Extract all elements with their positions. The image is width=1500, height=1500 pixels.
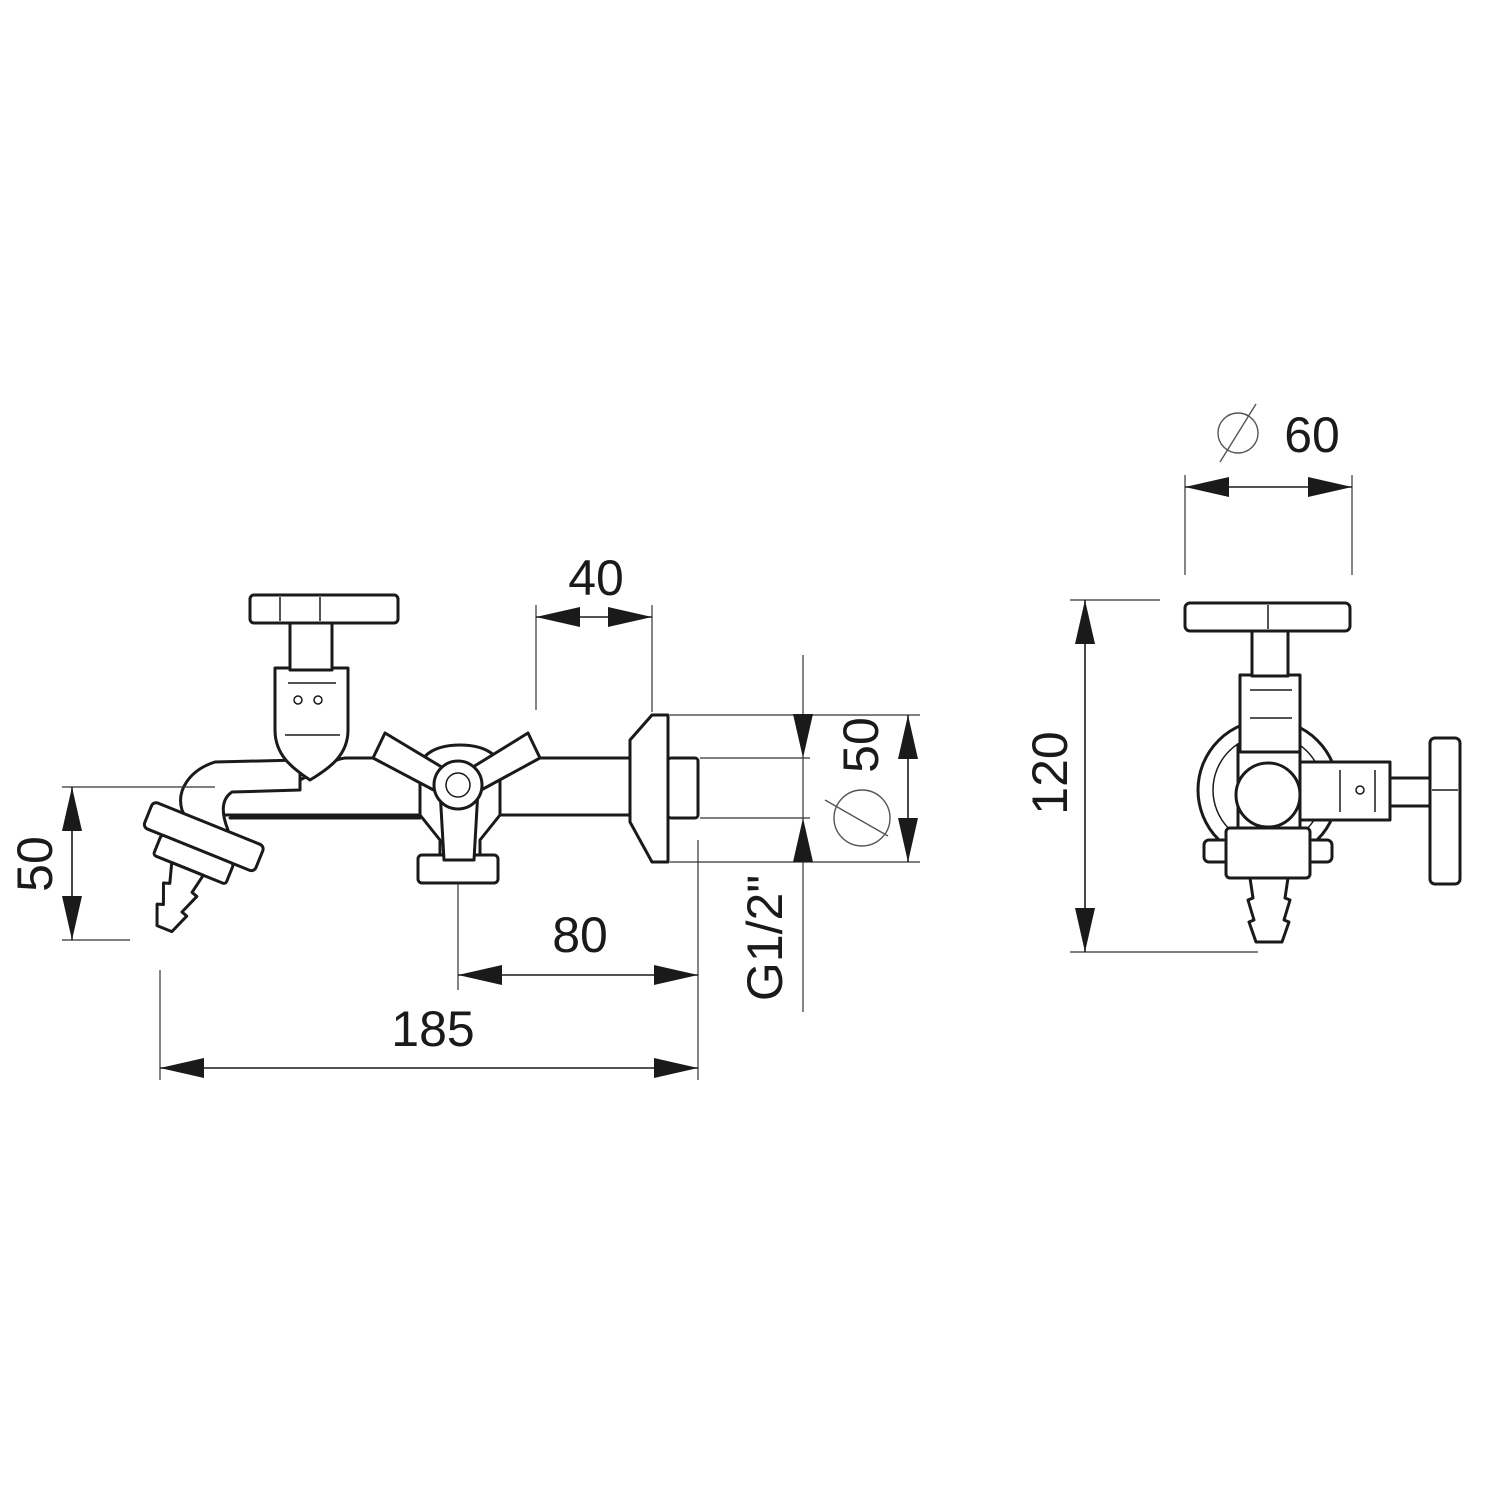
front-valve-core (1234, 761, 1302, 829)
diameter-symbol-slash (824, 799, 889, 837)
side-valve-dot (1355, 785, 1365, 795)
hose-connector-side (142, 801, 265, 934)
dim-overall-length: 185 (391, 1001, 474, 1057)
handle-hub-inner (445, 772, 471, 798)
front-hose-collar (1224, 826, 1312, 880)
dim-outlet-height: 50 (7, 836, 63, 892)
dim-handle-offset: 40 (568, 550, 624, 606)
dim-flange-diameter: 60 (1284, 407, 1340, 463)
upper-stem (288, 618, 334, 672)
dim-flange-height: 50 (833, 717, 889, 773)
upper-handle (248, 593, 400, 625)
dim-center-to-wall: 80 (552, 907, 608, 963)
dim-total-height: 120 (1022, 731, 1078, 814)
hose-barb-side (155, 861, 205, 934)
handle-hub (432, 759, 484, 811)
front-bonnet (1238, 673, 1302, 754)
front-view (1183, 601, 1462, 944)
diameter-symbol (1217, 412, 1259, 454)
front-hose-barb (1246, 876, 1292, 944)
bonnet-mark-dot (293, 695, 303, 705)
three-arm-handle (371, 731, 542, 862)
dimension-lines (62, 403, 1353, 1080)
side-view (142, 593, 700, 934)
thread-spigot (666, 756, 700, 820)
side-valve-handle (1428, 736, 1462, 886)
front-stem (1250, 628, 1290, 678)
diameter-symbol-slash (1219, 403, 1257, 463)
wall-flange (628, 713, 670, 864)
dim-thread: G1/2" (737, 875, 793, 1001)
side-valve-stem (1388, 776, 1434, 808)
dimension-labels: 185 80 40 60 50 50 G1/2" 120 (7, 407, 1340, 1057)
front-side-valve (1298, 760, 1392, 822)
diameter-symbol (833, 789, 891, 847)
outlet-elbow (179, 758, 302, 840)
bonnet-mark-dot (313, 695, 323, 705)
upper-bonnet (273, 666, 350, 782)
